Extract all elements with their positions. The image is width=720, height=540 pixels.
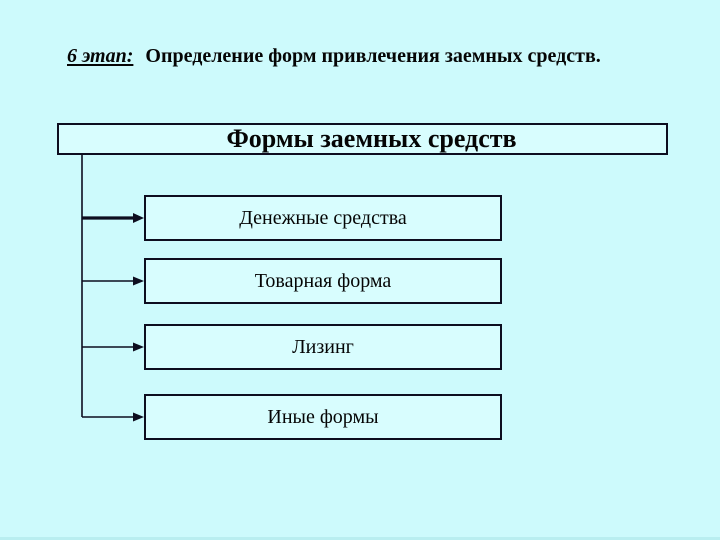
branch-box-commodity: Товарная форма: [144, 258, 502, 304]
title-step-label: 6 этап:: [67, 45, 134, 67]
branch-box-label: Иные формы: [267, 406, 379, 428]
branch-box-money: Денежные средства: [144, 195, 502, 241]
branch-arrowhead-icon-4: [133, 412, 144, 422]
bottom-edge-shadow: [0, 537, 720, 540]
branch-box-label: Товарная форма: [254, 270, 392, 292]
title-text: Определение форм привлечения заемных сре…: [145, 45, 601, 67]
slide-title: 6 этап: Определение форм привлечения зае…: [67, 45, 601, 68]
branch-arrowhead-icon-3: [133, 342, 144, 352]
root-box-forms: Формы заемных средств: [57, 123, 668, 155]
branch-box-other: Иные формы: [144, 394, 502, 440]
branch-arrowhead-icon-1: [133, 213, 144, 223]
branch-box-label: Денежные средства: [239, 207, 407, 229]
root-box-label: Формы заемных средств: [226, 124, 517, 153]
branch-box-label: Лизинг: [292, 336, 354, 358]
branch-arrowhead-icon-2: [133, 276, 144, 286]
branch-box-leasing: Лизинг: [144, 324, 502, 370]
